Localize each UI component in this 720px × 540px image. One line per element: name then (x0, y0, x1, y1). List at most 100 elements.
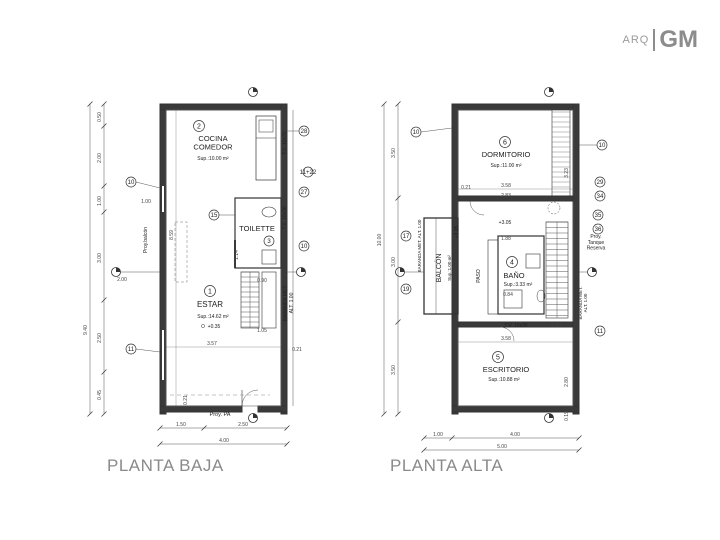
kitchen-sink (258, 119, 274, 133)
dimension-label: 3.23 (564, 168, 570, 178)
dimension-tick (157, 425, 163, 431)
bano-walls (497, 235, 545, 315)
dimension-label: 0.50 (97, 112, 103, 122)
room-name-bano: BAÑO (503, 271, 524, 280)
dimension-tick (381, 101, 387, 107)
dimension-label: 0.84 (503, 292, 513, 298)
dimension-label: 2.80 (564, 377, 570, 387)
dimension-label: 4.00 (510, 432, 520, 438)
note-baranda: BARANDA MET.ALT. 1.00 (283, 285, 295, 322)
dimension-label: 0.21 (292, 347, 302, 353)
callout-circle (400, 283, 412, 295)
callout-label: 11 (128, 347, 135, 353)
note-tv-1: T.V. 10x30 (282, 131, 288, 154)
dimension-label: 3.00 (97, 253, 103, 263)
dimension-total: 10.00 (377, 234, 383, 247)
callout-label: 11 (597, 329, 604, 335)
tank-projection (547, 201, 561, 215)
room-number-circle (506, 256, 518, 268)
dimension-tick (101, 411, 107, 417)
room-name-balcon: BALCÓN (434, 254, 443, 283)
dimension-label: 0.21 (183, 395, 189, 405)
room-name-toilette: TOILETTE (239, 224, 275, 233)
room-area-estar: Sup.:14.62 m² (197, 314, 229, 320)
note-tv: T.V. 10x30 (504, 323, 527, 329)
room-area-dormitorio: Sup.:11.00 m² (490, 163, 521, 169)
plan-title-planta-baja: PLANTA BAJA (107, 456, 224, 475)
dimension-label: 0.21 (461, 185, 471, 191)
door-swing (469, 200, 485, 216)
dimension-tick (576, 435, 582, 441)
dimension-label: 3.58 (501, 183, 511, 189)
callout-circle (298, 186, 310, 198)
callout-circle (592, 223, 604, 235)
dimension-tick (101, 101, 107, 107)
dimension-label: 2.00 (117, 277, 127, 283)
callout-label: 10 (301, 244, 308, 250)
dimension-tick (421, 447, 427, 453)
dimension-tick (395, 101, 401, 107)
room-number: 1 (208, 288, 212, 295)
room-area-balcon: Sup.:1.00 m² (447, 255, 452, 281)
callout-label: 19 (403, 287, 410, 293)
door-swing (499, 326, 515, 342)
brand-logo: ARQ GM (622, 26, 698, 54)
dimension-tick (101, 369, 107, 375)
leader-line (420, 127, 453, 133)
brand-prefix: ARQ (622, 34, 650, 46)
bano-wc (525, 253, 541, 269)
callout-circle (594, 325, 606, 337)
dimension-label: 2.50 (238, 422, 248, 428)
dimension-label: 3.50 (391, 365, 397, 375)
dimension-tick (381, 411, 387, 417)
dimension-tick (395, 411, 401, 417)
dimension-tick (87, 411, 93, 417)
dimension-label: 1.50 (176, 422, 186, 428)
room-name-escritorio: ESCRITORIO (483, 365, 530, 374)
callout-label: 3 (267, 239, 271, 245)
room-number: 4 (510, 259, 514, 266)
balcony-projection (174, 221, 188, 283)
dimension-label: 2.00 (97, 153, 103, 163)
room-number-circle (204, 285, 216, 297)
note-tv-2: T.V. 10x30 (282, 206, 288, 229)
toilette-walls (234, 197, 282, 269)
dimension-label: 1.88 (501, 236, 511, 242)
dimension-total: 9.40 (83, 325, 89, 335)
callout-label: 17 (403, 234, 410, 240)
dimension-label: 0.45 (97, 390, 103, 400)
dimension-label: 3.57 (207, 341, 217, 347)
dimension-tick (101, 183, 107, 189)
callout-label: 35 (595, 213, 602, 219)
dimension-label: 3.58 (501, 336, 511, 342)
callout-label: 11+22 (300, 170, 317, 176)
dimension-tick (87, 101, 93, 107)
dimension-total: 5.00 (497, 444, 507, 450)
railing-zone (261, 271, 277, 329)
dimension-label: 2.50 (97, 333, 103, 343)
note-baranda-right: BARANDA MET.ALT. 1.00 (578, 286, 588, 319)
callout-circle (400, 230, 412, 242)
brand-divider (653, 29, 656, 51)
dimension-total: 4.00 (219, 438, 229, 444)
dimension-tick (576, 447, 582, 453)
wall-right (572, 103, 580, 415)
dimension-tick (101, 297, 107, 303)
axis-marker-fill (549, 413, 554, 418)
callout-label: 27 (301, 190, 308, 196)
plan-title-planta-alta: PLANTA ALTA (390, 456, 504, 475)
dimension-label: 0.90 (551, 323, 561, 329)
toilette-basin (261, 206, 277, 218)
paso-wall (487, 239, 499, 315)
axis-marker-fill (549, 87, 554, 92)
axis-marker-fill (253, 413, 258, 418)
dimension-label: 1.14 (234, 250, 240, 260)
level-estar: +0.35 (208, 324, 221, 330)
dimension-tick (284, 425, 290, 431)
dimension-tick (284, 441, 290, 447)
level-upper: +3.05 (499, 220, 512, 226)
